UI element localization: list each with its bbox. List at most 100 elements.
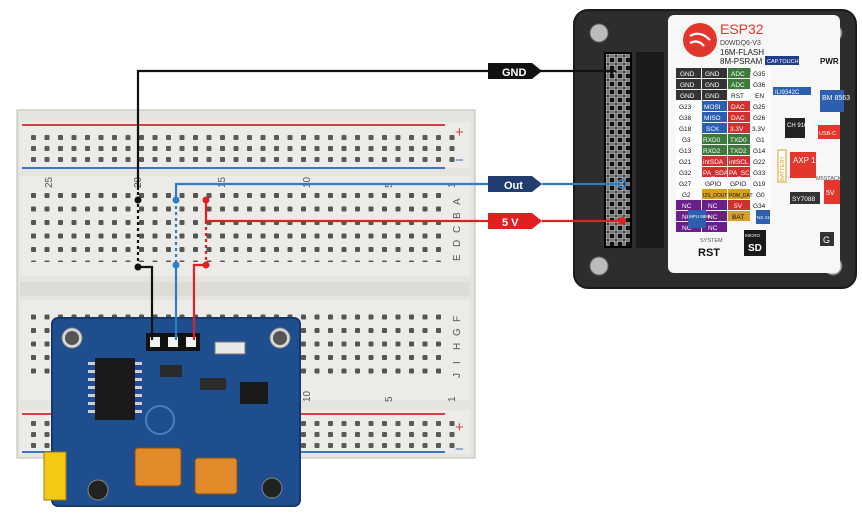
pin-mid2-4: DAC bbox=[731, 115, 745, 122]
g-badge bbox=[820, 232, 834, 246]
m5stack-core-module: ESP32 D0WDQ6-V3 16M-FLASH 8M-PSRAM M-BUS… bbox=[573, 9, 857, 289]
flash-size: 16M-FLASH bbox=[720, 48, 764, 57]
pin-right-8: G22 bbox=[753, 159, 766, 166]
pin-mid2-11: PDM_DAT bbox=[729, 193, 753, 199]
terminal-holes-top bbox=[26, 190, 446, 262]
sd-badge bbox=[744, 230, 766, 256]
column-number-5-bottom: 5 bbox=[384, 396, 395, 402]
pin-right-9: G33 bbox=[753, 170, 766, 177]
g-label: G bbox=[823, 235, 830, 245]
row-letter-a: A bbox=[452, 198, 463, 205]
m5stack-label: M5STACK bbox=[816, 176, 842, 182]
usb-c-badge bbox=[818, 125, 840, 139]
pin-mid2-0: ADC bbox=[731, 71, 745, 78]
pin-mid2-5: 3.3V bbox=[730, 126, 744, 133]
pin-mid-5: SCK bbox=[706, 126, 720, 133]
pin-mid-13: NC bbox=[708, 214, 718, 221]
pin-mid-7: RXD2 bbox=[703, 148, 721, 155]
pin-mid2-6: TXD0 bbox=[730, 137, 747, 144]
chip-title: ESP32 bbox=[720, 21, 764, 37]
row-letter-c: C bbox=[452, 226, 463, 233]
mbus-label: M-BUS bbox=[741, 70, 760, 76]
espressif-logo bbox=[683, 23, 717, 57]
ch-label: CH 9102 bbox=[787, 123, 811, 129]
pcb-marking bbox=[145, 405, 175, 435]
gnd-wire bbox=[134, 67, 616, 340]
mount-hole-bl bbox=[87, 479, 109, 501]
pir-pin-gnd bbox=[150, 337, 160, 347]
pin-right-6: G1 bbox=[756, 137, 765, 144]
pin-mid2-2: RST bbox=[731, 93, 744, 100]
pin-right-10: G19 bbox=[753, 181, 766, 188]
gnd-label: GND bbox=[502, 67, 527, 79]
pin-mid-10: GPIO bbox=[705, 181, 721, 188]
sd-small-label: MICRO bbox=[745, 233, 760, 238]
pin-left-9: G32 bbox=[679, 170, 692, 177]
five-v-badge bbox=[824, 180, 840, 204]
bottom-rail-minus-label: − bbox=[455, 441, 464, 458]
cap-touch-label: CAP.TOUCH bbox=[767, 59, 799, 65]
column-number-15: 15 bbox=[217, 176, 228, 188]
pin-table-text: GND GND GND G23 G38 G18 G3 G13 G21 G32 G… bbox=[679, 71, 766, 232]
pin-left-5: G18 bbox=[679, 126, 692, 133]
pin-mid-8: intSDA bbox=[703, 159, 724, 166]
pin-mid2-8: intSCL bbox=[729, 159, 749, 166]
top-rail-minus-label: − bbox=[455, 152, 464, 169]
battery-badge bbox=[777, 149, 787, 183]
pin-mid-6: RXD0 bbox=[703, 137, 721, 144]
vcc-wire bbox=[192, 196, 626, 340]
pin-mid-14: NC bbox=[708, 225, 718, 232]
pir-ic-chip bbox=[95, 358, 135, 420]
resistor-2 bbox=[200, 378, 226, 390]
pin-mid2-1: ADC bbox=[731, 82, 745, 89]
bm-label: BM 8563 bbox=[822, 95, 850, 102]
bottom-rail-plus-label: + bbox=[455, 419, 464, 436]
pin-mid2-3: DAC bbox=[731, 104, 745, 111]
axp-label: AXP 192 bbox=[793, 156, 825, 165]
capacitor-right bbox=[273, 331, 287, 345]
pin-left-7: G13 bbox=[679, 148, 692, 155]
ch-chip bbox=[785, 118, 805, 138]
ili-badge bbox=[773, 87, 811, 95]
column-number-10: 10 bbox=[302, 176, 313, 188]
screw-bl bbox=[589, 256, 609, 276]
pwr-label: PWR bbox=[820, 57, 839, 66]
gnd-label-tag bbox=[488, 63, 542, 79]
pin-table bbox=[676, 68, 771, 232]
axp-chip bbox=[790, 152, 816, 178]
psram-size: 8M-PSRAM bbox=[720, 57, 763, 66]
pin-mid-3: MOSI bbox=[704, 104, 721, 111]
cap-touch-badge bbox=[765, 56, 799, 65]
pin-left-3: G23 bbox=[679, 104, 692, 111]
row-letter-j: J bbox=[452, 373, 463, 378]
mount-hole-br bbox=[261, 477, 283, 499]
pin-mid2-7: TXD2 bbox=[730, 148, 747, 155]
out-wire bbox=[172, 179, 627, 340]
row-letter-e: E bbox=[452, 254, 463, 261]
pin-mid2-12: 5V bbox=[734, 203, 743, 210]
bm-chip bbox=[820, 90, 844, 112]
column-number-1-bottom: 1 bbox=[447, 396, 458, 402]
usb-c-label: USB-C bbox=[819, 131, 836, 137]
row-letter-b: B bbox=[452, 212, 463, 219]
row-letter-d: D bbox=[452, 240, 463, 247]
ns-chip bbox=[756, 210, 770, 224]
pin-left-8: G21 bbox=[679, 159, 692, 166]
center-channel bbox=[20, 282, 470, 296]
top-rail-plus-label: + bbox=[455, 124, 464, 141]
sy-chip bbox=[790, 192, 820, 204]
pin-left-13: NC bbox=[682, 214, 692, 221]
pin-mid-2: GND bbox=[705, 93, 720, 100]
pin-mid2-9: PA_SCL bbox=[729, 170, 754, 177]
mpu-label: MPU 6886 bbox=[689, 214, 711, 219]
screw-tl bbox=[589, 23, 609, 43]
pin-left-0: GND bbox=[680, 71, 695, 78]
five-v-label: 5V bbox=[826, 190, 835, 197]
row-letter-g: G bbox=[452, 328, 463, 336]
battery-label: BATTERY bbox=[780, 156, 786, 181]
pin-mid-0: GND bbox=[705, 71, 720, 78]
row-letter-h: H bbox=[452, 343, 463, 350]
column-number-10-bottom: 10 bbox=[302, 390, 313, 402]
ns-label: NS 4168 bbox=[757, 215, 775, 220]
